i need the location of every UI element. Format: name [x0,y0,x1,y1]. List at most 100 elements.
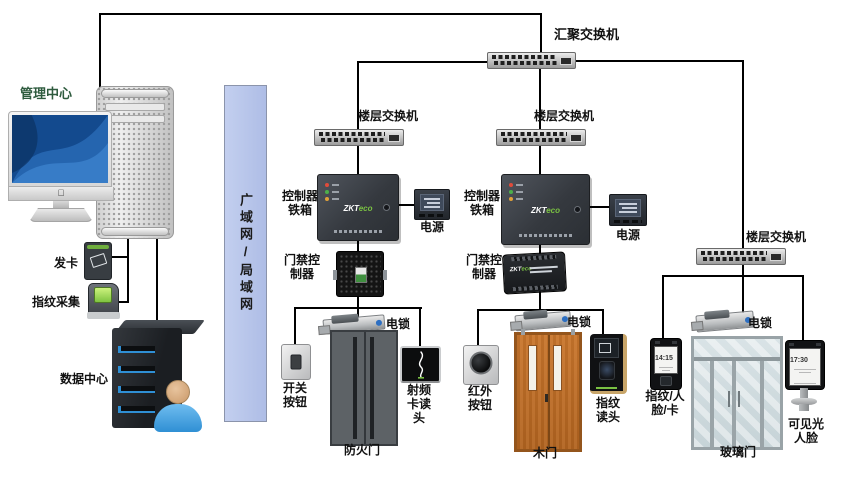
imac-screen [12,115,108,183]
connector-line [602,309,604,337]
door-handle [728,391,730,407]
led-amber [325,197,339,201]
connector-line [357,61,489,63]
tower-drive-bay [105,103,165,111]
tower-drive-bay [105,115,165,123]
screen-time: 14:15 [655,355,673,362]
led-red [509,183,523,187]
push-button [290,354,302,370]
electric-lock-3 [690,309,755,333]
connector-line [156,236,158,321]
connector-line [99,13,101,93]
switch-ports [321,138,385,142]
switch-uplink-port [388,134,400,142]
fingerprint-capture-device [87,283,120,319]
door-stile [710,361,714,447]
door-stripe [353,337,357,439]
card-issuer-label: 发卡 [53,256,78,270]
fire-door-label: 防火门 [343,443,380,457]
glass-door [691,336,783,450]
fp-face-card-terminal: 14:15 [650,338,682,390]
screen-time: 17:30 [790,357,808,364]
connector-line [357,61,359,130]
connector-line [294,307,296,346]
box-caption-line [334,230,382,233]
terminal-base [799,404,809,411]
controller-box-2: ZKTeco [501,174,590,245]
door-closer [571,329,575,335]
lock-2-label: 电锁 [567,315,592,329]
lock-cylinder [331,313,360,324]
power-1-label: 电源 [419,220,444,234]
floor-switch-2-label: 楼层交换机 [534,109,595,123]
terminal-screen: 14:15 [654,346,678,374]
switch-uplink-port [770,253,782,261]
server-drive-slot [118,386,155,393]
door-center-seam [548,335,550,449]
exit-switch-label: 开关 按钮 [282,381,307,409]
floor-switch-1-label: 楼层交换机 [358,109,419,123]
connector-line [539,242,541,254]
door-center-mullion [732,361,736,447]
switch-ports [703,257,767,261]
fingerprint-capture-label: 指纹采集 [31,295,80,309]
camera-icon [672,341,677,344]
avatar-head [166,380,190,404]
card-icon [89,252,108,269]
connector-line [419,307,421,348]
fingerprint-sensor [598,361,615,380]
infrared-exit-button [463,345,499,385]
fire-door [330,330,398,446]
door-window [553,345,562,391]
wan-lan-label: 广域网/局域网 [238,193,253,314]
floor-switch-3 [696,248,786,265]
switch-ports [492,55,557,66]
card-issuer-led-strip [87,245,109,249]
server-drive-slot [118,346,155,353]
switch-uplink-port [570,134,582,142]
power-supply-1 [414,189,450,220]
imac-neck [53,201,69,208]
fingerprint-reader-label: 指纹 读头 [595,396,620,424]
led-green [509,190,523,194]
connector-line [357,294,359,309]
aggregation-switch-label: 汇聚交换机 [554,27,620,42]
door-center-seam [364,332,366,444]
fingerprint-capture-base [87,312,120,319]
access-controller-1-label: 门禁控 制器 [283,253,320,281]
door-stile [760,361,764,447]
visible-light-face-terminal: 17:30 [785,340,825,390]
access-controller-2-label: 门禁控 制器 [465,253,502,281]
connector-line [742,275,744,315]
connector-line [357,143,359,175]
connector-line [357,238,359,253]
lock-cap [375,319,383,326]
aggregation-switch [487,52,576,69]
rf-card-reader-label: 射频 卡读 头 [406,383,431,425]
floor-switch-2 [496,129,586,146]
led-green [325,190,339,194]
connector-line [539,66,541,130]
power-2-label: 电源 [615,228,640,242]
connector-line [572,60,744,62]
led-amber [509,197,523,201]
infrared-button-label: 红外 按钮 [467,384,492,412]
connector-line [127,236,129,303]
controller-box-1: ZKTeco [317,174,399,241]
connector-line [357,307,359,320]
power-vents [419,214,445,217]
access-controller-2: ZKTeco [501,251,568,295]
controller-chip [355,267,367,283]
door-stripe [370,337,374,439]
apple-logo-icon:  [58,188,65,198]
connector-line [99,13,542,15]
controller-box-2-label: 控制器 铁箱 [463,189,500,217]
lock-cylinder [703,309,730,320]
rf-card-reader [400,346,441,383]
lock-plate [317,324,331,335]
camera-icon [655,341,660,344]
connector-line [662,275,804,277]
camera-icon [789,343,794,346]
wooden-door [514,329,582,452]
